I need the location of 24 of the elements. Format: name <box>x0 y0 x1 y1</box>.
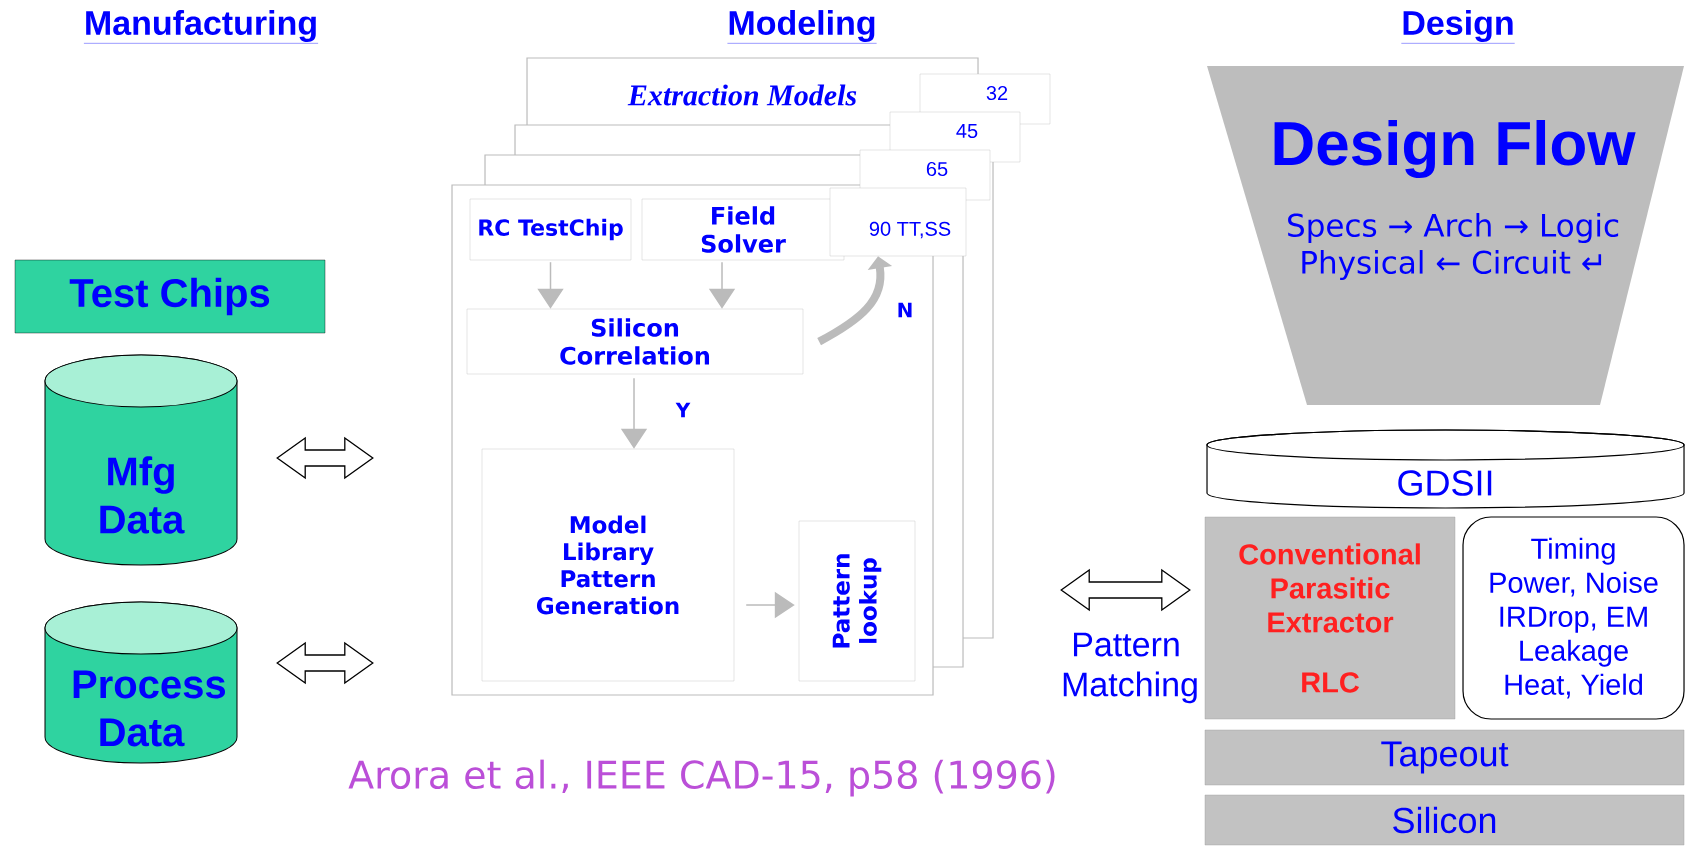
edge-label: N <box>898 302 912 318</box>
layer-band: Tapeout <box>1204 729 1685 786</box>
process-box: RC TestChip <box>469 198 632 261</box>
layer-band: Silicon <box>1204 794 1685 846</box>
edge-label: Y <box>675 402 691 418</box>
database-cylinder: Mfg Data <box>44 354 238 566</box>
process-box: Field Solver <box>641 198 845 261</box>
arrow <box>1060 568 1191 612</box>
process-box: Model Library Pattern Generation <box>481 448 735 682</box>
database-cylinder: GDSII <box>1206 429 1685 509</box>
process-box: Pattern lookup <box>798 520 916 682</box>
node-label: Extraction Models <box>627 84 857 106</box>
process-box: Silicon Correlation <box>466 308 804 375</box>
citation-text: Arora et al., IEEE CAD-15, p58 (1996) <box>348 759 1055 797</box>
label-box: Test Chips <box>14 259 326 334</box>
edge-label: Pattern Matching <box>1063 632 1197 704</box>
column-heading: Manufacturing <box>83 10 319 44</box>
arrow <box>276 436 374 480</box>
extractor-box: Conventional Parasitic Extractor RLC <box>1204 516 1456 720</box>
analysis-box: Timing Power, Noise IRDrop, EM Leakage Heat, Yield <box>1462 516 1685 720</box>
arrow <box>276 641 374 685</box>
database-cylinder: Process Data <box>44 601 238 764</box>
version-tab: 90 TT,SS <box>829 187 967 257</box>
column-heading: Modeling <box>727 10 877 44</box>
